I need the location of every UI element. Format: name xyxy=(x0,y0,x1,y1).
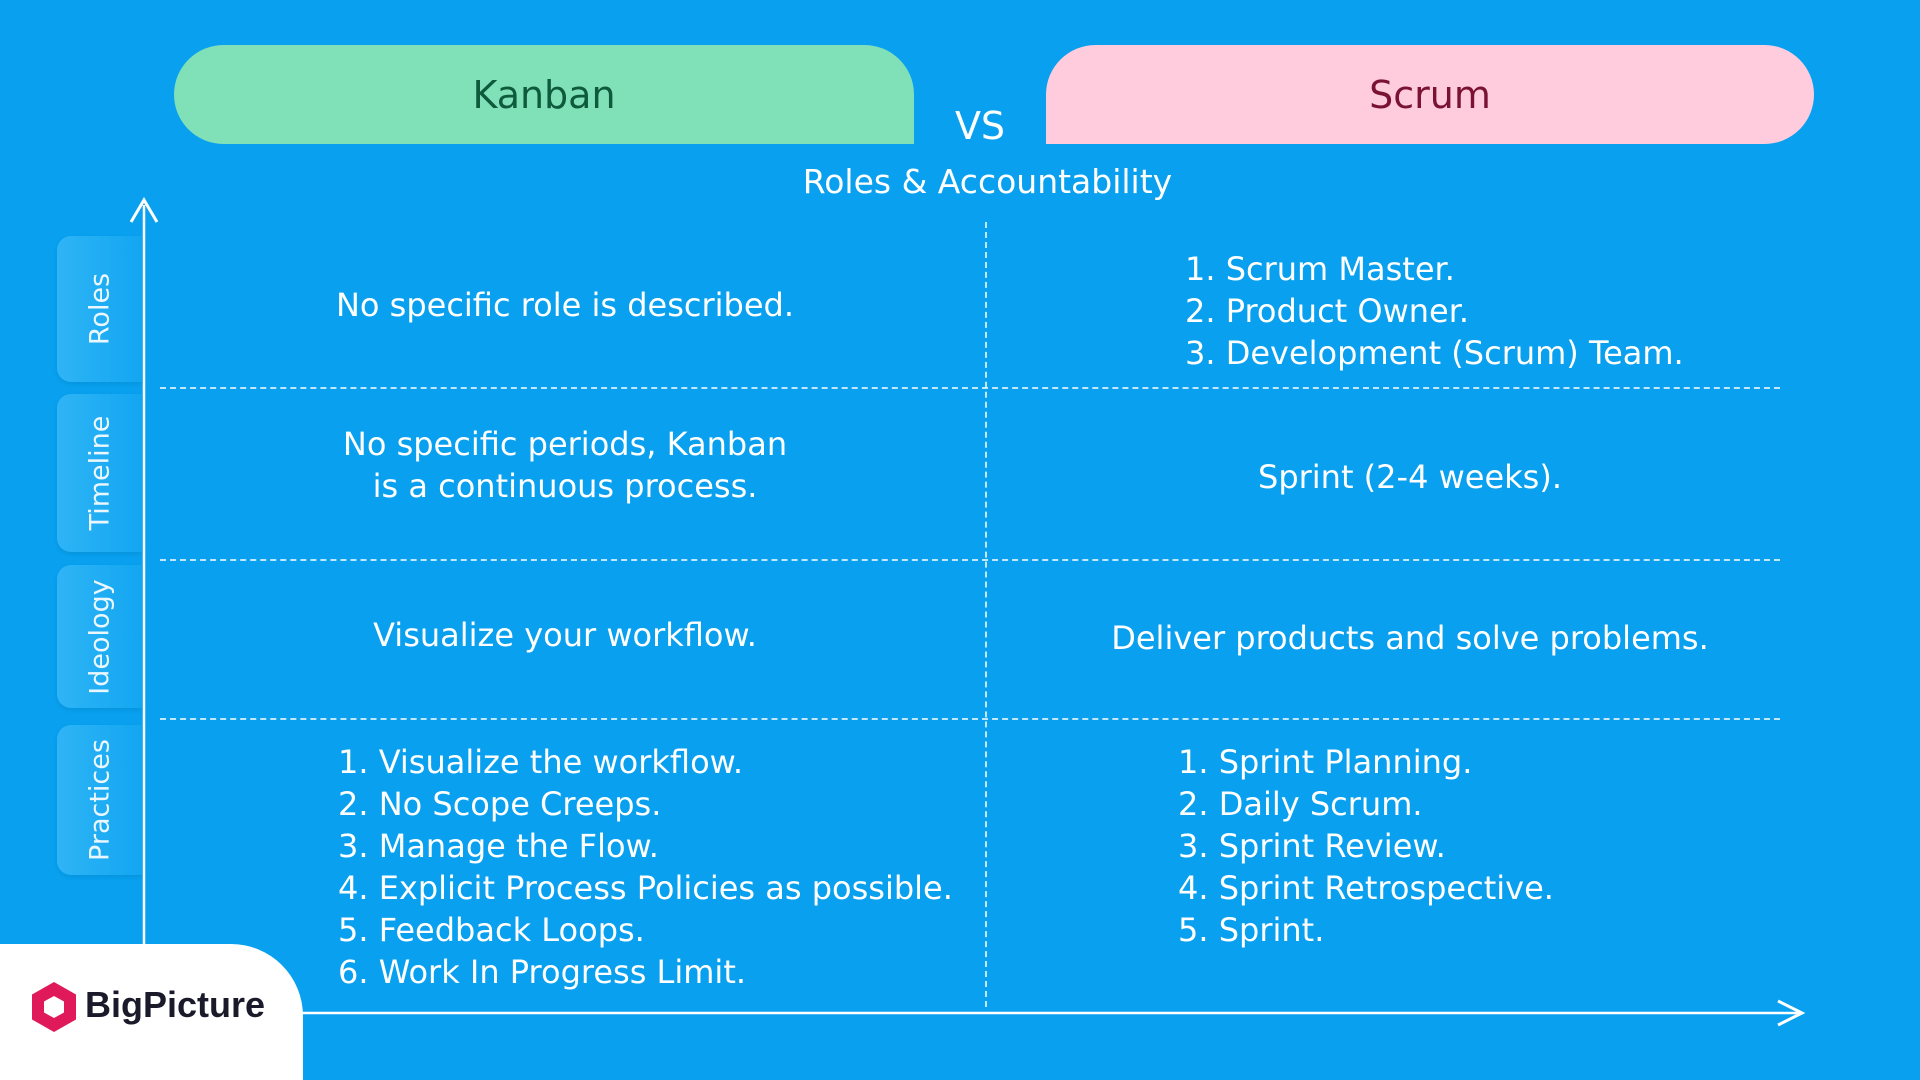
list-item: 4. Sprint Retrospective. xyxy=(1178,869,1554,907)
row-divider-2 xyxy=(160,559,1780,561)
list-item: 5. Sprint. xyxy=(1178,911,1325,949)
row-divider-3 xyxy=(160,718,1780,720)
scrum-ideology-text: Deliver products and solve problems. xyxy=(1111,619,1709,657)
row-tab-label: Timeline xyxy=(84,415,115,531)
scrum-header: Scrum xyxy=(1046,45,1814,144)
scrum-roles-list: 1. Scrum Master. 2. Product Owner. 3. De… xyxy=(1185,248,1684,374)
kanban-timeline-line: No specific periods, Kanban xyxy=(342,425,788,463)
kanban-practices-list: 1. Visualize the workflow. 2. No Scope C… xyxy=(338,741,953,993)
list-item: 5. Feedback Loops. xyxy=(338,911,645,949)
row-tab-label: Ideology xyxy=(84,578,115,695)
list-item: 4. Explicit Process Policies as possible… xyxy=(338,869,953,907)
row-tab-label: Practices xyxy=(84,739,115,861)
list-item: 1. Visualize the workflow. xyxy=(338,743,744,781)
list-item: 1. Sprint Planning. xyxy=(1178,743,1473,781)
list-item: 6. Work In Progress Limit. xyxy=(338,953,747,991)
scrum-practices-list: 1. Sprint Planning. 2. Daily Scrum. 3. S… xyxy=(1178,741,1554,951)
kanban-header: Kanban xyxy=(174,45,914,144)
list-item: 3. Development (Scrum) Team. xyxy=(1185,334,1684,372)
list-item: 2. Daily Scrum. xyxy=(1178,785,1423,823)
scrum-timeline-text: Sprint (2-4 weeks). xyxy=(1258,458,1562,496)
list-item: 2. No Scope Creeps. xyxy=(338,785,662,823)
kanban-roles: No specific role is described. xyxy=(230,284,900,326)
bigpicture-logo-icon xyxy=(32,982,76,1032)
scrum-timeline: Sprint (2-4 weeks). xyxy=(1010,456,1810,498)
x-axis-arrowhead xyxy=(1777,999,1806,1027)
row-tab-timeline: Timeline xyxy=(57,394,142,552)
subtitle: Roles & Accountability xyxy=(802,162,1173,201)
row-tab-ideology: Ideology xyxy=(57,565,142,708)
list-item: 3. Manage the Flow. xyxy=(338,827,659,865)
kanban-header-label: Kanban xyxy=(472,72,616,117)
kanban-ideology-text: Visualize your workflow. xyxy=(373,616,757,654)
row-tab-practices: Practices xyxy=(57,725,142,875)
row-tab-roles: Roles xyxy=(57,236,142,382)
y-axis-arrowhead xyxy=(129,197,159,223)
kanban-timeline-line: is a continuous process. xyxy=(372,467,758,505)
scrum-ideology: Deliver products and solve problems. xyxy=(1010,617,1810,659)
list-item: 2. Product Owner. xyxy=(1185,292,1470,330)
row-divider-1 xyxy=(160,387,1780,389)
kanban-ideology: Visualize your workflow. xyxy=(230,614,900,656)
logo-card: BigPicture xyxy=(0,944,303,1080)
row-tab-label: Roles xyxy=(84,272,115,346)
list-item: 1. Scrum Master. xyxy=(1185,250,1455,288)
scrum-header-label: Scrum xyxy=(1369,72,1491,117)
logo-text: BigPicture xyxy=(85,984,266,1025)
list-item: 3. Sprint Review. xyxy=(1178,827,1446,865)
vs-label: VS xyxy=(954,104,1006,148)
kanban-roles-text: No specific role is described. xyxy=(335,286,795,324)
kanban-timeline: No specific periods, Kanban is a continu… xyxy=(230,423,900,507)
column-divider xyxy=(985,222,987,1007)
